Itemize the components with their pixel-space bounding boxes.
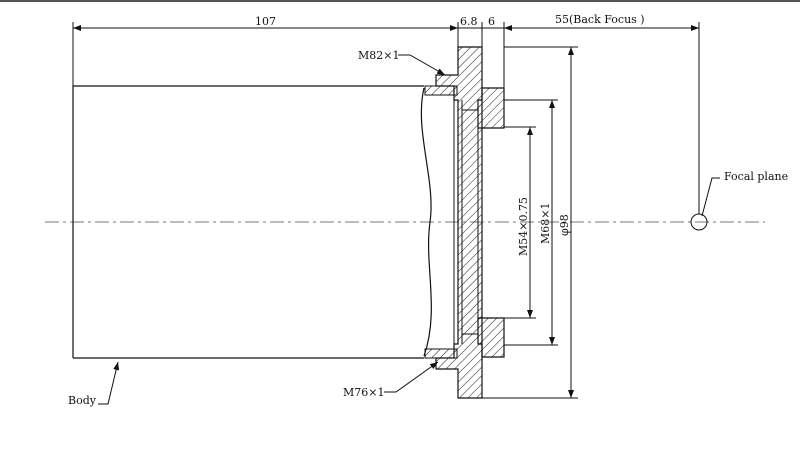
thread-collar-bottom — [424, 348, 458, 359]
m76-leader — [384, 361, 439, 393]
thread-m76-label: M76×1 — [343, 386, 384, 399]
body-outline — [72, 85, 432, 359]
dim-back-focus: 55(Back Focus ) — [555, 13, 645, 26]
focal-plane-label: Focal plane — [724, 170, 788, 183]
dim-outer-diameter: φ98 — [558, 214, 571, 236]
adapter-ring-top — [477, 87, 505, 129]
top-dimensions — [72, 22, 700, 214]
body-label: Body — [68, 394, 97, 407]
body-leader — [98, 361, 120, 405]
thread-collar-top — [424, 85, 458, 96]
dim-thread-m54: M54×0.75 — [517, 197, 530, 256]
m82-leader — [398, 54, 446, 76]
dim-flange-thickness: 6.8 — [460, 15, 478, 28]
dim-thread-m68: M68×1 — [539, 203, 552, 244]
adapter-ring-bottom — [477, 317, 505, 358]
focal-plane-leader — [701, 177, 720, 217]
dim-body-length: 107 — [255, 15, 276, 28]
focal-plane-marker — [690, 213, 708, 231]
flange — [435, 46, 483, 399]
dim-ring-thickness: 6 — [488, 15, 495, 28]
thread-m82-label: M82×1 — [358, 49, 399, 62]
vertical-dimensions — [482, 46, 578, 399]
